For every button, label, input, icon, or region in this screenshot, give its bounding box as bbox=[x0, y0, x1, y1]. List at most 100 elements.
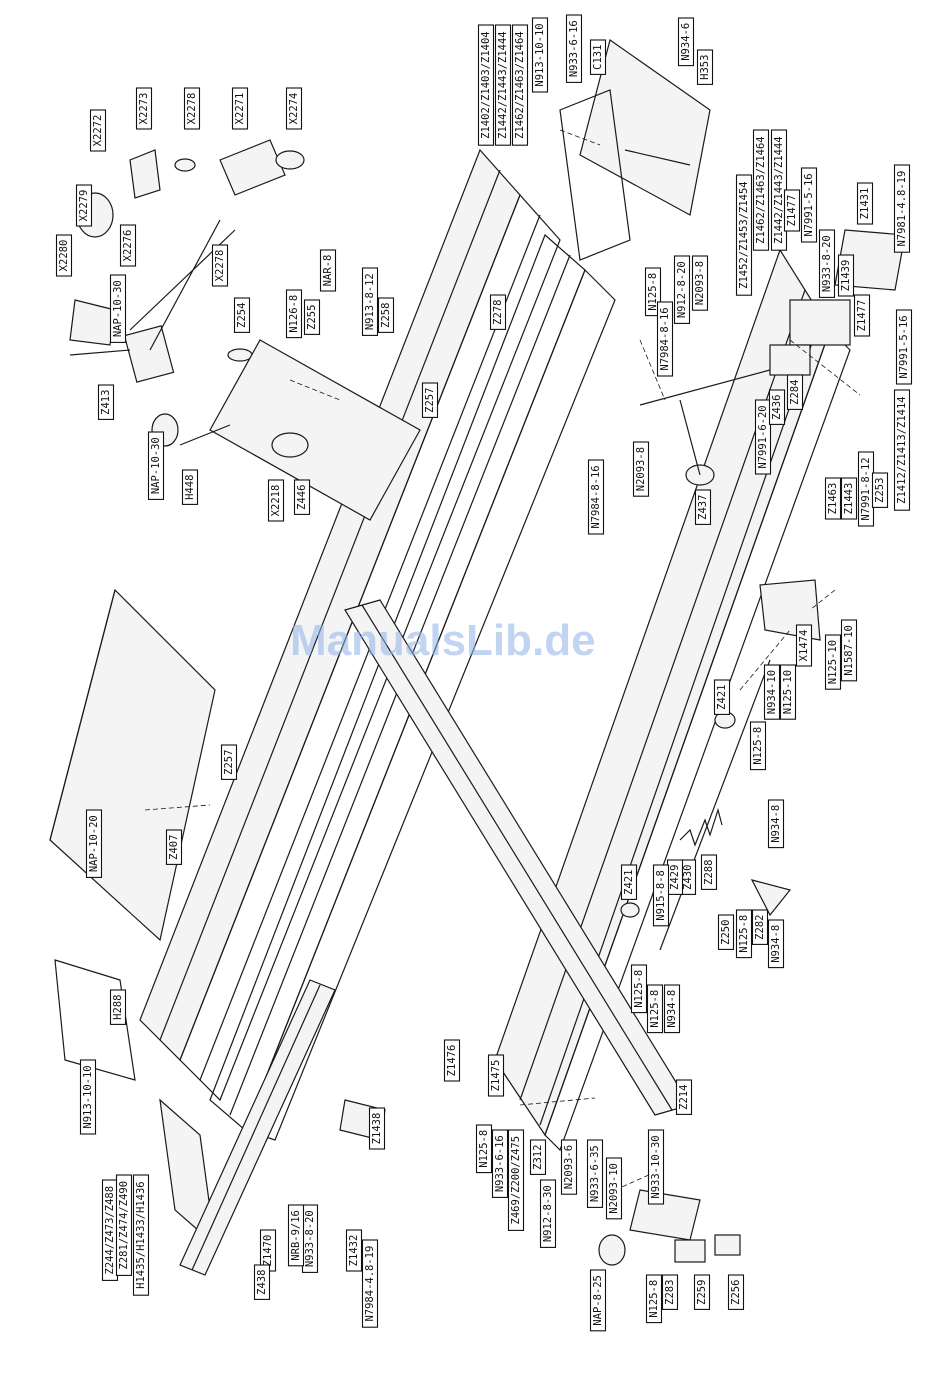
sliding-table-plate bbox=[49, 588, 216, 942]
callout-box bbox=[109, 989, 127, 1025]
part-callout: Z413 bbox=[97, 384, 115, 420]
part-number-label: N2093-8 bbox=[635, 447, 647, 491]
part-callout: Z257 bbox=[220, 744, 238, 780]
part-number-label: N934-8 bbox=[770, 805, 782, 843]
callout-box bbox=[818, 229, 836, 298]
callout-box bbox=[893, 389, 911, 511]
part-number-label: Z1452/Z1453/Z1454 bbox=[738, 181, 750, 288]
part-callout: Z1477 bbox=[783, 189, 801, 232]
callout-box bbox=[55, 234, 73, 277]
part-callout: Z1442/Z1443/Z1444 bbox=[770, 129, 788, 251]
callout-box bbox=[511, 24, 529, 146]
part-callout: Z1438 bbox=[368, 1107, 386, 1150]
part-callout: N7991-5-16 bbox=[895, 309, 913, 385]
part-number-label: NAR-8 bbox=[322, 255, 334, 287]
part-number-label: Z244/Z473/Z488 bbox=[104, 1186, 116, 1275]
part-callout: X2218 bbox=[267, 479, 285, 522]
callout-box bbox=[763, 664, 781, 720]
callout-box bbox=[494, 24, 512, 146]
callout-box bbox=[645, 1274, 663, 1324]
callout-box bbox=[824, 634, 842, 690]
part-number-label: Z438 bbox=[256, 1270, 268, 1295]
part-number-label: N125-10 bbox=[827, 640, 839, 684]
callout-box bbox=[361, 1239, 379, 1328]
part-callout: Z214 bbox=[675, 1079, 693, 1115]
part-callout: X2276 bbox=[119, 224, 137, 267]
callout-box bbox=[840, 477, 858, 520]
part-callout: X2273 bbox=[135, 87, 153, 130]
part-callout: Z254 bbox=[233, 297, 251, 333]
callout-box bbox=[135, 87, 153, 130]
part-callout: Z1442/Z1443/Z1444 bbox=[494, 24, 512, 146]
part-number-label: X2271 bbox=[234, 93, 246, 125]
part-number-label: Z257 bbox=[223, 750, 235, 775]
part-number-label: N933-6-35 bbox=[589, 1145, 601, 1202]
part-number-label: Z1462/Z1463/Z1464 bbox=[755, 136, 767, 243]
part-callout: N125-10 bbox=[824, 634, 842, 690]
callout-box bbox=[529, 1139, 547, 1175]
callout-box bbox=[589, 1269, 607, 1332]
part-callout: NAP-10-30 bbox=[109, 274, 127, 343]
part-callout: X1474 bbox=[795, 624, 813, 667]
drawing bbox=[49, 39, 906, 1276]
part-callout: N2093-6 bbox=[560, 1139, 578, 1195]
part-number-label: N2093-10 bbox=[608, 1163, 620, 1214]
callout-box bbox=[97, 384, 115, 420]
callout-box bbox=[531, 17, 549, 93]
part-number-label: Z436 bbox=[771, 395, 783, 420]
callout-box bbox=[507, 1129, 525, 1231]
part-callout: N934-6 bbox=[677, 17, 695, 67]
part-callout: N2093-8 bbox=[632, 441, 650, 497]
callout-box bbox=[786, 374, 804, 410]
part-callout: N7984-4.8-19 bbox=[361, 1239, 379, 1328]
callout-box bbox=[691, 255, 709, 311]
callout-box bbox=[656, 301, 674, 377]
part-number-label: N7984-4.8-19 bbox=[364, 1246, 376, 1322]
callout-box bbox=[752, 129, 770, 251]
part-callout: NAP-8-25 bbox=[589, 1269, 607, 1332]
part-callout: N7984-8-16 bbox=[656, 301, 674, 377]
part-number-label: Z1477 bbox=[786, 195, 798, 227]
part-callout: N912-8-20 bbox=[673, 255, 691, 324]
part-callout: H353 bbox=[696, 49, 714, 85]
part-number-label: N125-8 bbox=[633, 970, 645, 1008]
part-callout: N934-8 bbox=[767, 799, 785, 849]
callout-box bbox=[783, 189, 801, 232]
part-number-label: N7981-4.8-19 bbox=[896, 171, 908, 247]
part-callout: N913-10-10 bbox=[531, 17, 549, 93]
part-callout: Z284 bbox=[786, 374, 804, 410]
part-callout: N933-10-30 bbox=[647, 1129, 665, 1205]
callout-box bbox=[560, 1139, 578, 1195]
callout-box bbox=[303, 299, 321, 335]
part-number-label: NRB-9/16 bbox=[290, 1210, 302, 1261]
callout-box bbox=[85, 809, 103, 878]
part-number-label: N934-8 bbox=[666, 990, 678, 1028]
part-number-label: N7991-5-16 bbox=[803, 173, 815, 236]
part-callout: N933-8-20 bbox=[301, 1204, 319, 1273]
part-number-label: H448 bbox=[184, 475, 196, 500]
callout-box bbox=[661, 1274, 679, 1310]
part-callout: X2271 bbox=[231, 87, 249, 130]
callout-box bbox=[377, 297, 395, 333]
part-number-label: N915-8-8 bbox=[655, 870, 667, 921]
callout-box bbox=[109, 274, 127, 343]
part-number-label: Z283 bbox=[664, 1280, 676, 1305]
callout-box bbox=[727, 1274, 745, 1310]
part-number-label: X2276 bbox=[122, 230, 134, 262]
part-callout: H1435/H1433/H1436 bbox=[132, 1174, 150, 1296]
part-callout: N125-8 bbox=[645, 1274, 663, 1324]
part-callout: N913-8-12 bbox=[361, 267, 379, 336]
callout-box bbox=[751, 909, 769, 945]
part-number-label: Z421 bbox=[623, 870, 635, 895]
callout-box bbox=[735, 174, 753, 296]
part-number-label: N913-10-10 bbox=[534, 23, 546, 86]
part-callout: N2093-10 bbox=[605, 1157, 623, 1220]
part-number-label: Z256 bbox=[730, 1280, 742, 1305]
part-number-label: N933-10-30 bbox=[650, 1135, 662, 1198]
part-callout: Z253 bbox=[871, 472, 889, 508]
callout-box bbox=[477, 24, 495, 146]
callout-box bbox=[211, 244, 229, 287]
part-callout: N125-8 bbox=[735, 909, 753, 959]
part-callout: Z244/Z473/Z488 bbox=[101, 1179, 119, 1281]
callout-box bbox=[368, 1107, 386, 1150]
